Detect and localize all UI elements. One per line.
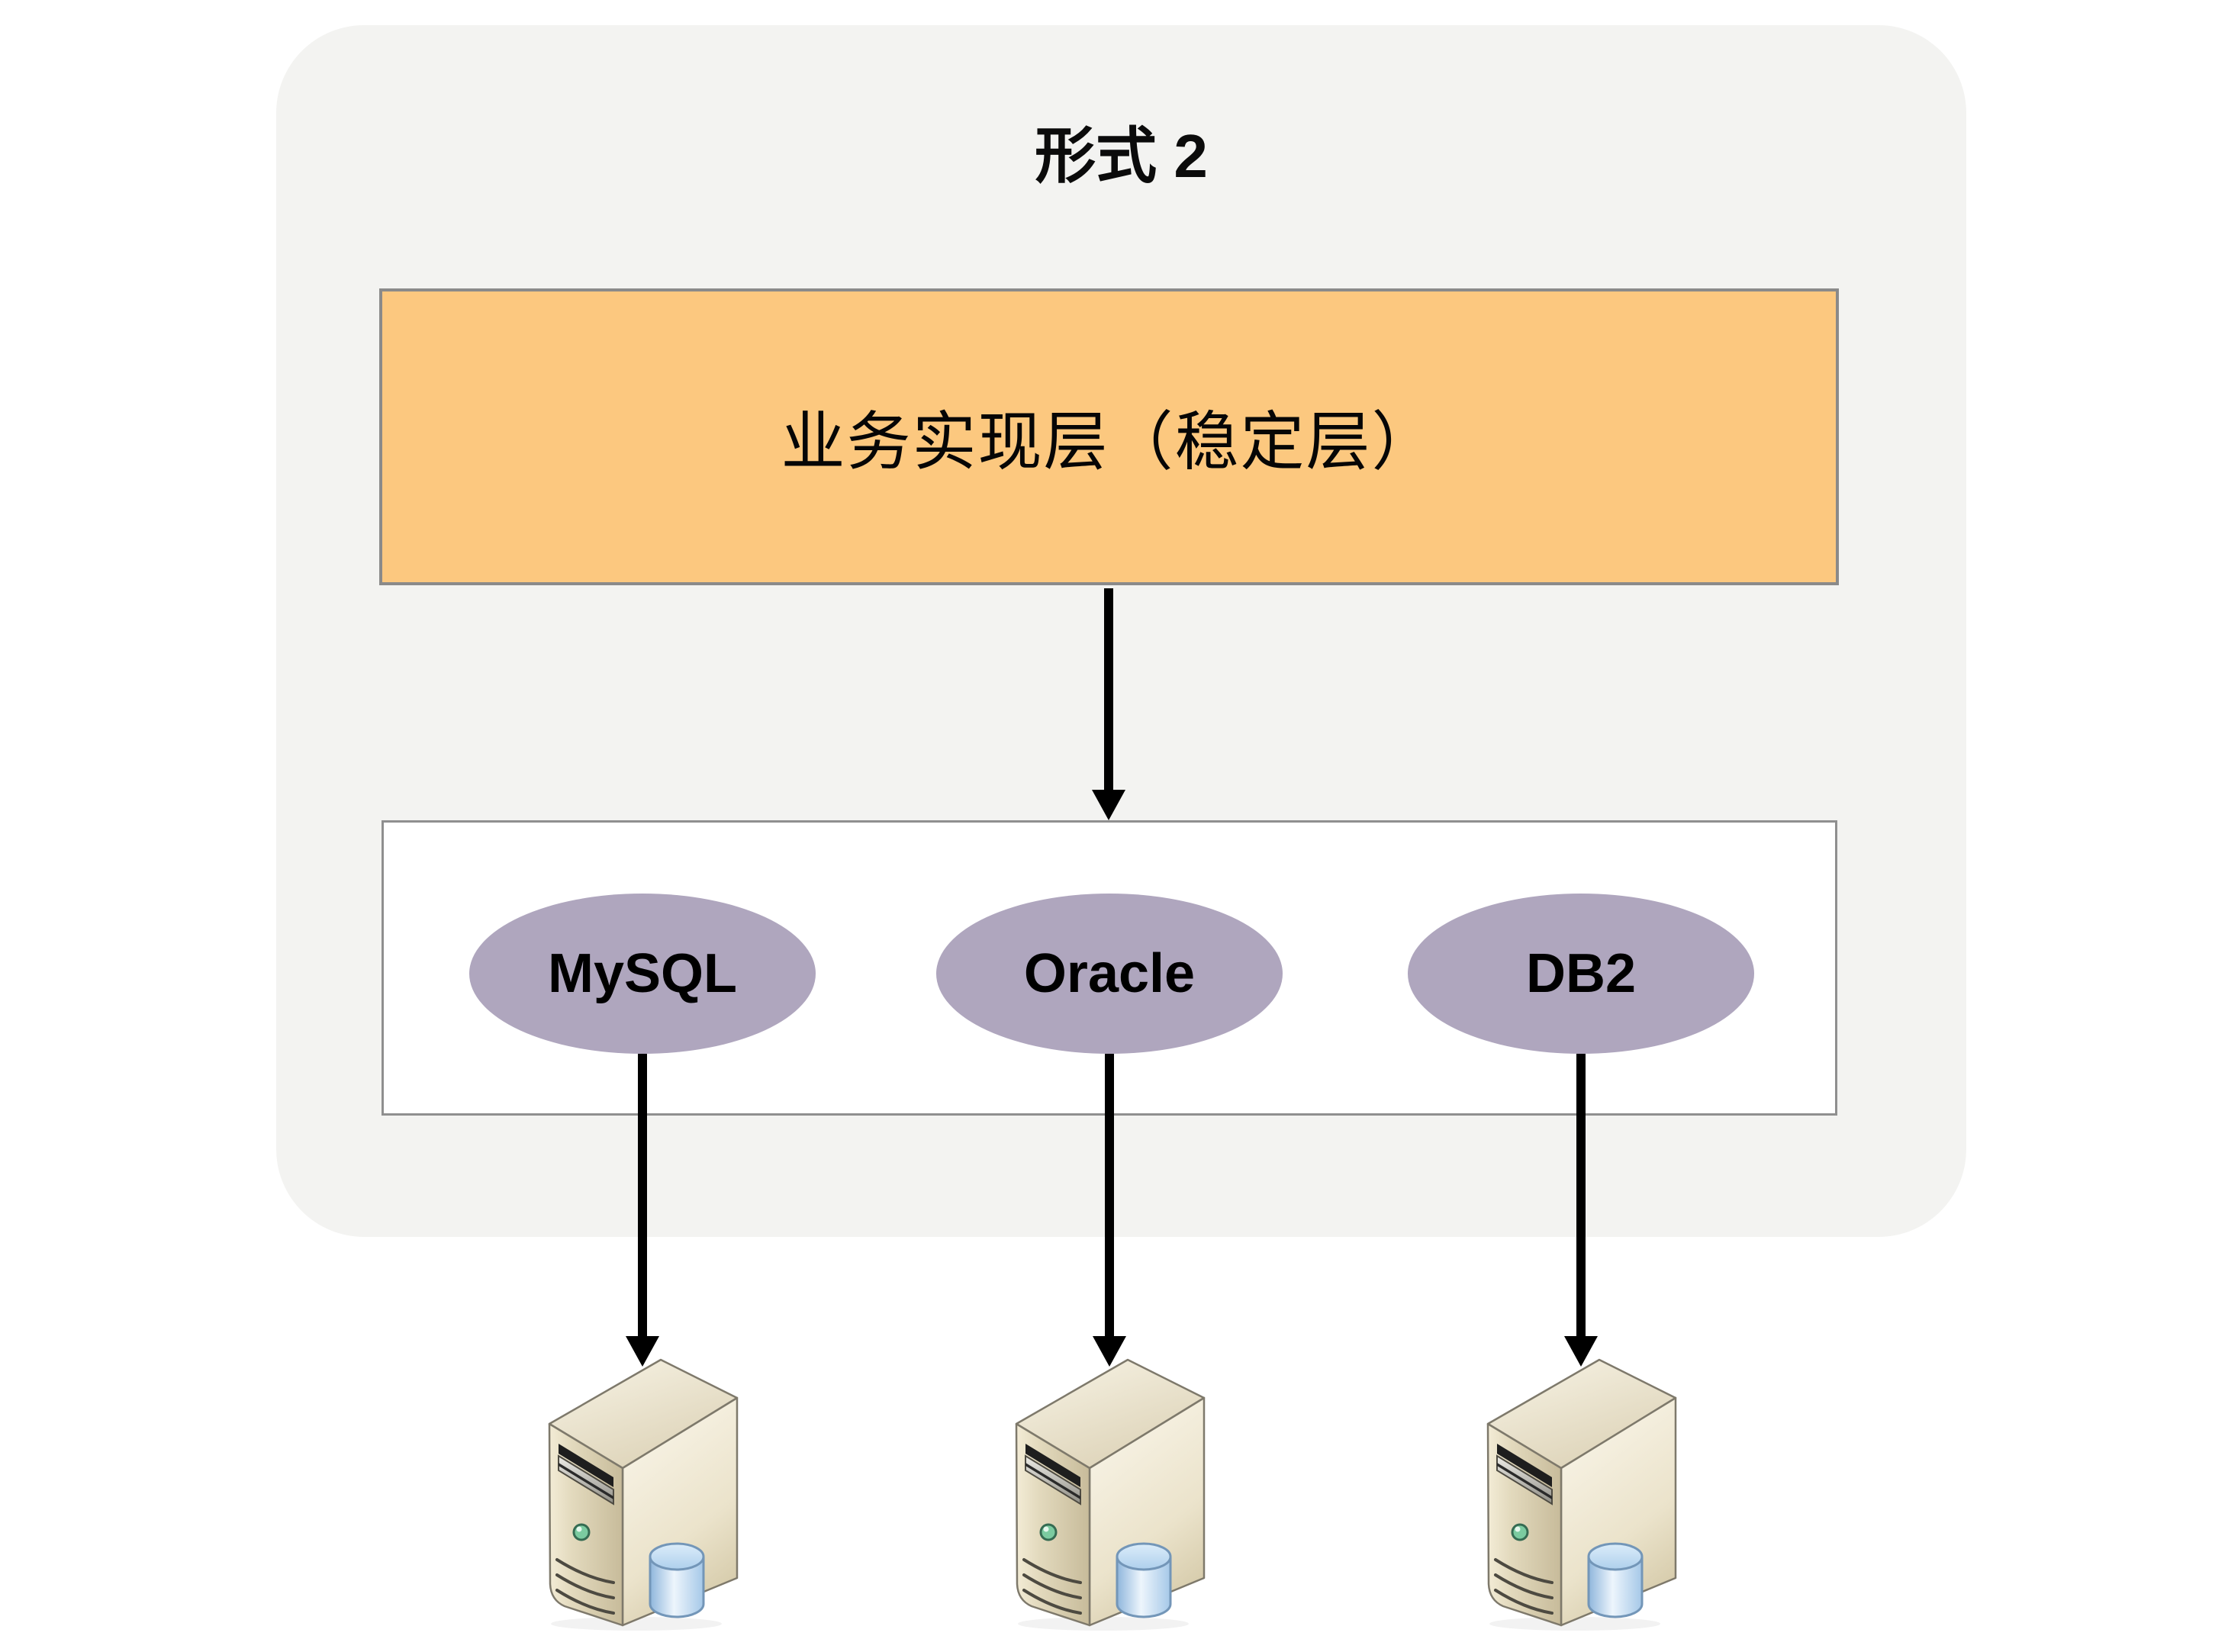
arrow-head-icon xyxy=(1092,790,1125,820)
database-ellipse-mysql: MySQL xyxy=(469,894,816,1054)
arrow-mysql-to-server-icon xyxy=(626,1054,659,1367)
diagram-title: 形式 2 xyxy=(1035,122,1208,190)
db2-label: DB2 xyxy=(1525,943,1637,1004)
arrow-shaft xyxy=(1104,588,1113,791)
arrow-head-icon xyxy=(626,1336,659,1367)
database-ellipse-db2: DB2 xyxy=(1408,894,1754,1054)
business-layer-label: 业务实现层（稳定层） xyxy=(781,406,1438,478)
server-icon-mysql xyxy=(548,1358,739,1631)
mysql-label: MySQL xyxy=(547,943,738,1004)
arrow-db2-to-server-icon xyxy=(1564,1054,1598,1367)
arrow-shaft xyxy=(1105,1054,1114,1338)
arrow-shaft xyxy=(1576,1054,1586,1338)
arrow-head-icon xyxy=(1564,1336,1598,1367)
business-layer-box: 业务实现层（稳定层） xyxy=(379,288,1839,585)
arrow-business-to-database-icon xyxy=(1092,588,1125,820)
database-ellipse-oracle: Oracle xyxy=(936,894,1283,1054)
arrow-head-icon xyxy=(1093,1336,1126,1367)
server-icon-oracle xyxy=(1015,1358,1206,1631)
arrow-shaft xyxy=(638,1054,647,1338)
server-icon-db2 xyxy=(1486,1358,1677,1631)
oracle-label: Oracle xyxy=(1023,943,1196,1004)
arrow-oracle-to-server-icon xyxy=(1093,1054,1126,1367)
